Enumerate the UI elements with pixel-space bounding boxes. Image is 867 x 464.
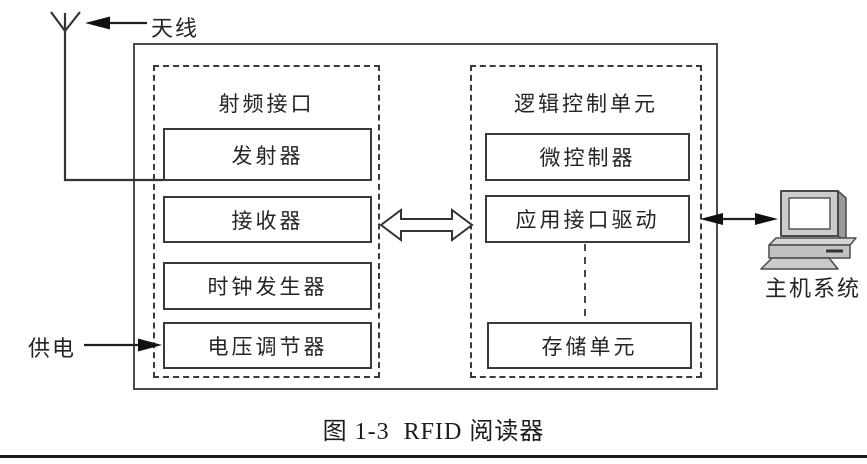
block-memory-unit: 存储单元 (487, 322, 692, 369)
block-microcontroller: 微控制器 (485, 133, 690, 181)
block-clock-generator: 时钟发生器 (163, 262, 372, 310)
logic-panel-title: 逻辑控制单元 (514, 92, 658, 116)
figure-caption: 图 1-3 RFID 阅读器 (322, 419, 545, 445)
rf-panel-title: 射频接口 (218, 92, 315, 116)
antenna-pointer-arrow-icon (85, 16, 147, 30)
antenna-label: 天线 (151, 16, 200, 41)
block-transmitter: 发射器 (163, 128, 372, 181)
block-app-interface-driver: 应用接口驱动 (485, 195, 690, 243)
power-label: 供电 (28, 336, 77, 361)
computer-icon (760, 190, 857, 270)
rf-interface-panel: 射频接口 (153, 65, 380, 378)
page-divider-rule (0, 455, 867, 458)
block-receiver: 接收器 (163, 196, 372, 243)
block-voltage-regulator: 电压调节器 (163, 322, 372, 369)
host-system-label: 主机系统 (764, 276, 861, 301)
